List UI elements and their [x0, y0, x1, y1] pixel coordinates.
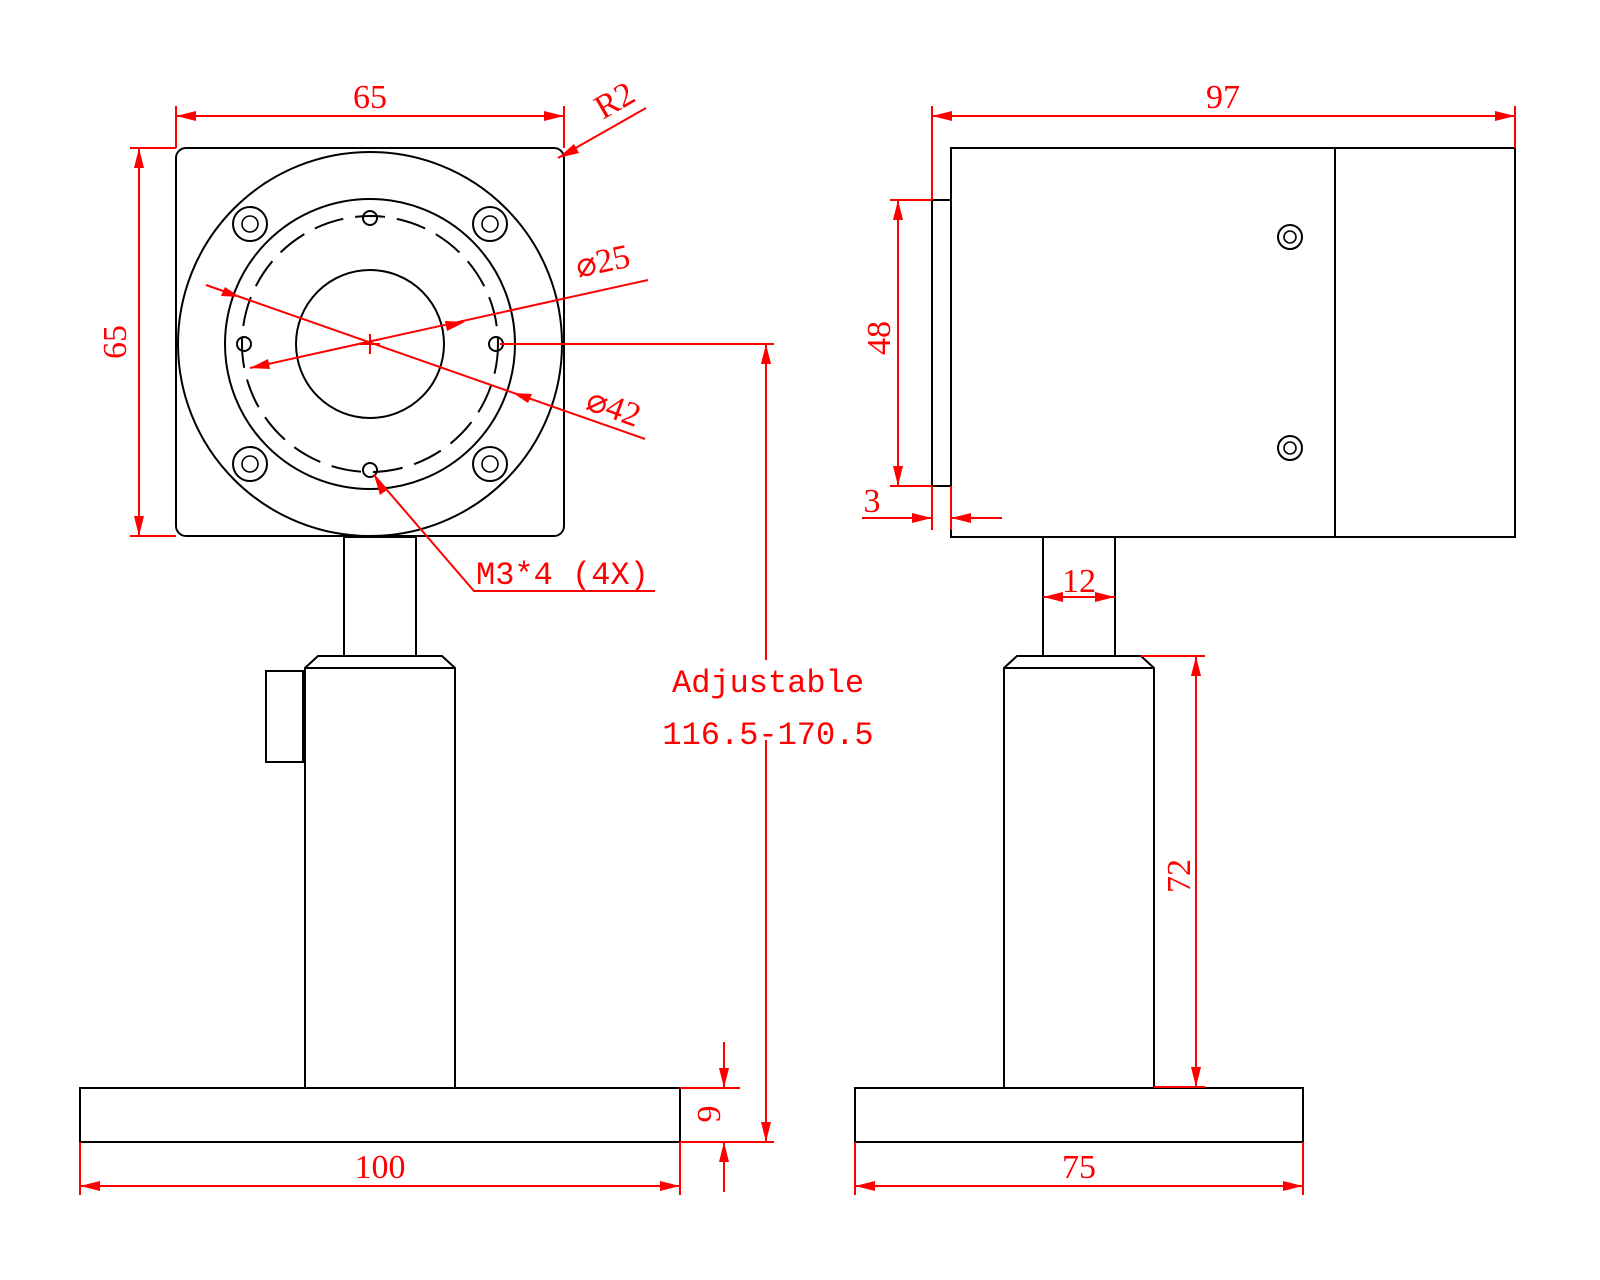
dim-post-diameter-12: 12 — [1043, 563, 1115, 602]
dim-bore-diameter: ⌀25 — [249, 238, 649, 369]
dim-adjustable-height: Adjustable 116.5-170.5 — [500, 343, 874, 1143]
bolt-circle — [241, 215, 499, 473]
side-screw — [1277, 224, 1303, 250]
dim-text-flange-thickness: 3 — [864, 483, 881, 520]
dim-pillar-height-72: 72 — [1141, 655, 1205, 1088]
dim-flange-height-48: 48 — [861, 199, 932, 487]
front-base — [79, 1087, 681, 1143]
dim-width-65: 65 — [175, 79, 565, 148]
side-view — [854, 147, 1516, 1143]
front-dimensions: 65 R2 65 ⌀25 ⌀42 — [79, 75, 874, 1195]
dim-base-thickness: 9 — [680, 1042, 740, 1192]
dim-flange-thickness-3: 3 — [862, 483, 1002, 530]
corner-screw — [232, 206, 268, 242]
dim-text-bore: ⌀25 — [572, 238, 633, 286]
side-dimensions: 97 48 3 12 72 — [854, 79, 1516, 1195]
adjustable-label: Adjustable — [672, 665, 864, 702]
front-pillar — [304, 655, 456, 1087]
dim-base-width-75: 75 — [854, 1142, 1304, 1195]
dim-text-flange: ⌀42 — [582, 381, 646, 434]
dim-text-width: 65 — [353, 79, 387, 116]
bore-circle — [295, 269, 445, 419]
side-base — [854, 1087, 1304, 1143]
adjustable-range: 116.5-170.5 — [662, 717, 873, 754]
dim-flange-diameter: ⌀42 — [205, 284, 646, 440]
dim-length-97: 97 — [931, 79, 1516, 200]
corner-screw — [232, 446, 268, 482]
dim-height-65: 65 — [97, 147, 176, 537]
dim-text-pillar: 72 — [1161, 859, 1198, 893]
dim-text-side-base: 75 — [1062, 1149, 1096, 1186]
dim-text-height: 65 — [97, 325, 134, 359]
dim-text-length: 97 — [1206, 79, 1240, 116]
side-pillar — [1003, 655, 1155, 1087]
side-flange — [931, 199, 952, 487]
dim-text-radius: R2 — [588, 75, 641, 127]
dim-corner-radius: R2 — [557, 75, 647, 159]
dim-text-post: 12 — [1062, 563, 1096, 600]
dim-text-flange-height: 48 — [861, 321, 898, 355]
dim-text-thread: M3*4 (4X) — [476, 557, 649, 594]
m3-hole — [362, 210, 378, 226]
m3-hole — [362, 462, 378, 478]
dim-text-base-width: 100 — [355, 1149, 406, 1186]
m3-hole — [236, 336, 252, 352]
thread-callout-leader: M3*4 (4X) — [373, 474, 655, 594]
dim-text-base-thickness: 9 — [691, 1106, 728, 1123]
front-view — [79, 147, 681, 1143]
dim-base-width-100: 100 — [79, 1142, 681, 1195]
front-post — [343, 536, 417, 657]
corner-screw — [472, 206, 508, 242]
corner-screw — [472, 446, 508, 482]
side-screw — [1277, 435, 1303, 461]
locking-knob — [265, 670, 304, 763]
side-housing — [950, 147, 1516, 538]
